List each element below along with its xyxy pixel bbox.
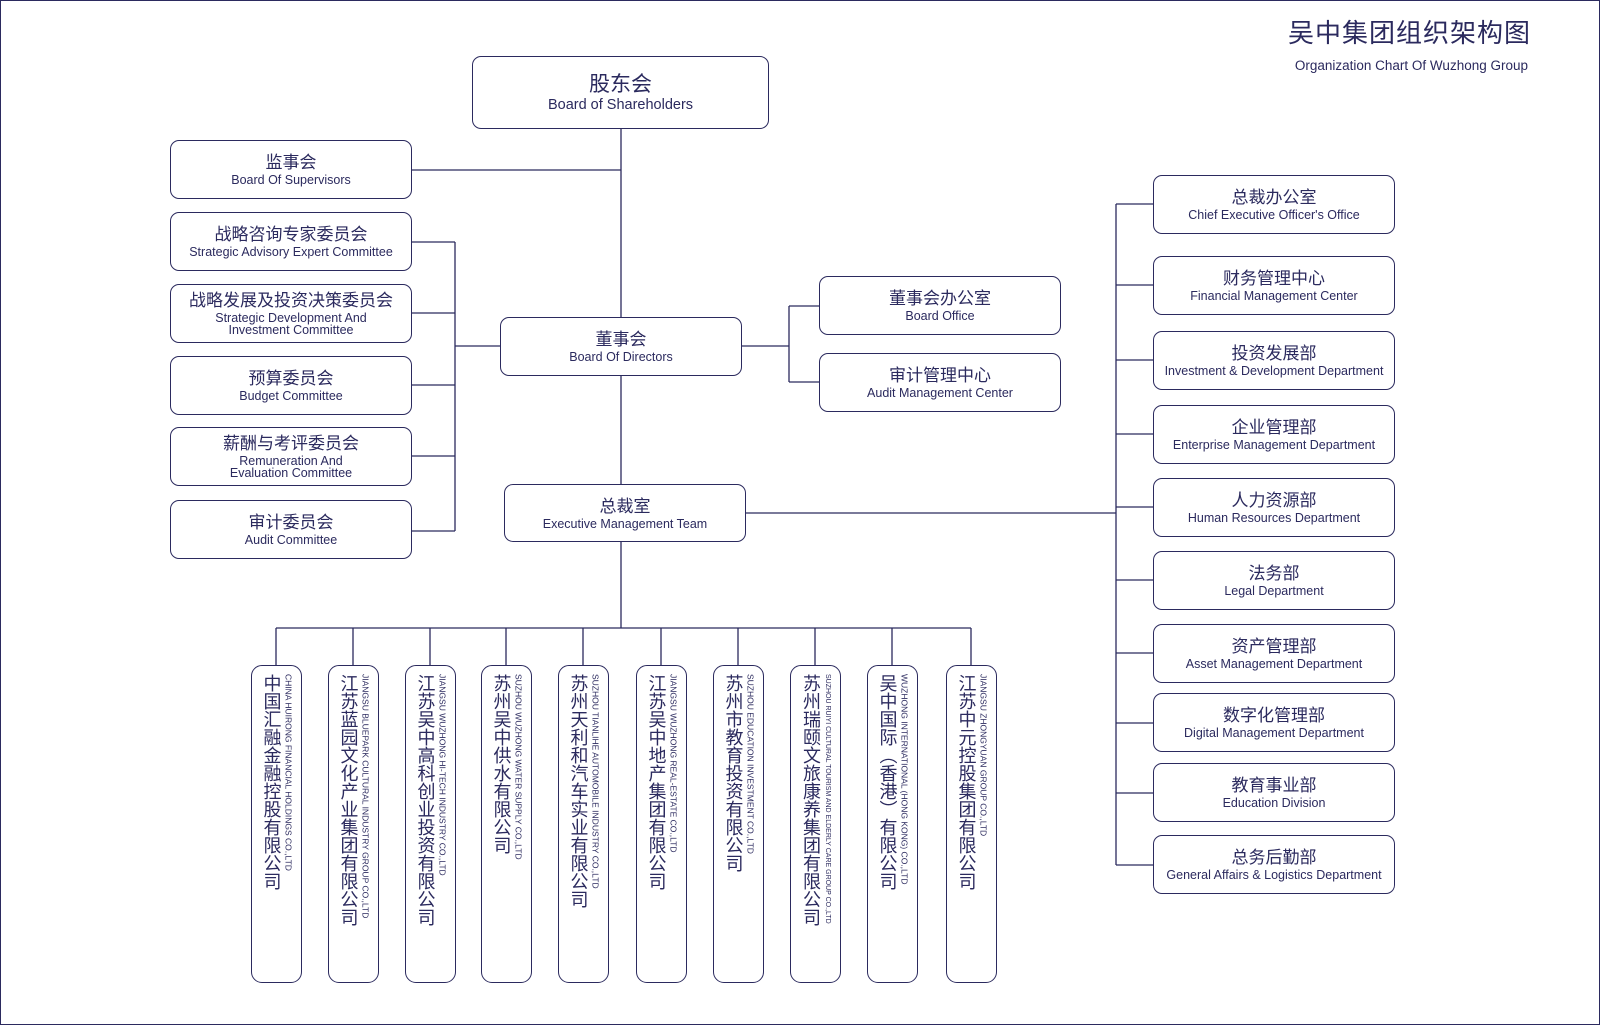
subsidiary-en: SUZHOU WUZHONG WATER SUPPLY CO.,LTD	[513, 674, 524, 860]
committee-box: 薪酬与考评委员会 Remuneration And Evaluation Com…	[170, 427, 412, 486]
committee-box: 战略发展及投资决策委员会 Strategic Development And I…	[170, 284, 412, 343]
subsidiary-cn: 江苏吴中高科创业投资有限公司	[414, 674, 436, 926]
chart-subtitle: Organization Chart Of Wuzhong Group	[1294, 58, 1528, 73]
subsidiary-box: 江苏中元控股集团有限公司 JIANGSU ZHONGYUAN GROUP CO.…	[946, 665, 997, 983]
subsidiary-box: 江苏吴中高科创业投资有限公司 JIANGSU WUZHONG HI-TECH I…	[405, 665, 456, 983]
committee-cn: 战略咨询专家委员会	[214, 225, 368, 245]
committee-en: Budget Committee	[239, 389, 343, 403]
subsidiary-cn: 江苏吴中地产集团有限公司	[645, 674, 667, 890]
subsidiary-cn: 苏州市教育投资有限公司	[722, 674, 744, 872]
department-box: 总裁办公室 Chief Executive Officer's Office	[1153, 175, 1395, 234]
department-cn: 投资发展部	[1231, 344, 1317, 364]
subsidiary-en: SUZHOU EDUCATION INVESTMENT CO.,LTD	[745, 674, 756, 854]
department-en: Asset Management Department	[1185, 657, 1363, 671]
department-cn: 资产管理部	[1231, 637, 1317, 657]
subsidiary-en: CHINA HUIRONG FINANCIAL HOLDINGS CO.,LTD	[283, 674, 294, 871]
department-cn: 总裁办公室	[1231, 188, 1317, 208]
board-office-box: 董事会办公室 Board Office	[819, 276, 1061, 335]
supervisors-en: Board Of Supervisors	[231, 173, 351, 187]
committee-en: Strategic Advisory Expert Committee	[189, 245, 393, 259]
committee-cn: 薪酬与考评委员会	[223, 434, 359, 454]
subsidiary-cn: 苏州吴中供水有限公司	[490, 674, 512, 854]
subsidiary-en: JIANGSU BLUEPARK CULTURAL INDUSTRY GROUP…	[360, 674, 371, 919]
department-cn: 人力资源部	[1231, 491, 1317, 511]
audit-center-box: 审计管理中心 Audit Management Center	[819, 353, 1061, 412]
shareholders-box: 股东会 Board of Shareholders	[472, 56, 769, 129]
department-box: 资产管理部 Asset Management Department	[1153, 624, 1395, 683]
subsidiary-box: 苏州吴中供水有限公司 SUZHOU WUZHONG WATER SUPPLY C…	[481, 665, 532, 983]
committee-box: 预算委员会 Budget Committee	[170, 356, 412, 415]
department-box: 教育事业部 Education Division	[1153, 763, 1395, 822]
shareholders-en: Board of Shareholders	[547, 97, 694, 113]
subsidiary-en: JIANGSU WUZHONG REAL-ESTATE CO.,LTD	[668, 674, 679, 853]
directors-box: 董事会 Board Of Directors	[500, 317, 742, 376]
subsidiary-en: WUZHONG INTERNATIONAL (HONG KONG) CO.,LT…	[899, 674, 910, 885]
executive-cn: 总裁室	[599, 496, 651, 517]
subsidiary-box: 中国汇融金融控股有限公司 CHINA HUIRONG FINANCIAL HOL…	[251, 665, 302, 983]
committee-cn: 审计委员会	[248, 513, 334, 533]
committee-box: 审计委员会 Audit Committee	[170, 500, 412, 559]
department-box: 投资发展部 Investment & Development Departmen…	[1153, 331, 1395, 390]
shareholders-cn: 股东会	[589, 72, 652, 96]
subsidiary-en: SUZHOU RUIYI CULTURAL TOURISM AND ELDERL…	[824, 674, 831, 924]
department-box: 法务部 Legal Department	[1153, 551, 1395, 610]
department-en: Education Division	[1222, 796, 1326, 810]
subsidiary-en: SUZHOU TIANLIHE AUTOMOBILE INDUSTRY CO.,…	[590, 674, 601, 889]
committee-en: Audit Committee	[244, 533, 338, 547]
department-box: 人力资源部 Human Resources Department	[1153, 478, 1395, 537]
audit-center-en: Audit Management Center	[867, 386, 1013, 400]
subsidiary-box: 江苏蓝园文化产业集团有限公司 JIANGSU BLUEPARK CULTURAL…	[328, 665, 379, 983]
department-box: 企业管理部 Enterprise Management Department	[1153, 405, 1395, 464]
executive-box: 总裁室 Executive Management Team	[504, 484, 746, 542]
subsidiary-en: JIANGSU WUZHONG HI-TECH INDUSTRY CO.,LTD	[437, 674, 448, 876]
committee-cn: 战略发展及投资决策委员会	[189, 291, 393, 311]
department-cn: 教育事业部	[1231, 776, 1317, 796]
subsidiary-box: 苏州市教育投资有限公司 SUZHOU EDUCATION INVESTMENT …	[713, 665, 764, 983]
department-cn: 法务部	[1248, 564, 1300, 584]
audit-center-cn: 审计管理中心	[889, 366, 991, 386]
department-cn: 企业管理部	[1231, 418, 1317, 438]
department-box: 数字化管理部 Digital Management Department	[1153, 693, 1395, 752]
department-cn: 财务管理中心	[1223, 269, 1325, 289]
committee-en: Strategic Development And Investment Com…	[215, 311, 367, 337]
subsidiary-box: 苏州瑞颐文旅康养集团有限公司 SUZHOU RUIYI CULTURAL TOU…	[790, 665, 841, 983]
board-office-en: Board Office	[905, 309, 975, 323]
executive-en: Executive Management Team	[542, 516, 708, 531]
subsidiary-en: JIANGSU ZHONGYUAN GROUP CO.,LTD	[978, 674, 989, 837]
committee-cn: 预算委员会	[248, 369, 334, 389]
committee-en: Remuneration And Evaluation Committee	[229, 454, 353, 480]
subsidiary-cn: 江苏蓝园文化产业集团有限公司	[337, 674, 359, 926]
department-en: Human Resources Department	[1187, 511, 1361, 525]
subsidiary-cn: 江苏中元控股集团有限公司	[955, 674, 977, 890]
department-box: 总务后勤部 General Affairs & Logistics Depart…	[1153, 835, 1395, 894]
supervisors-cn: 监事会	[265, 153, 317, 173]
department-cn: 数字化管理部	[1223, 706, 1325, 726]
department-en: Investment & Development Department	[1164, 364, 1384, 378]
subsidiary-cn: 苏州瑞颐文旅康养集团有限公司	[800, 674, 821, 926]
subsidiary-cn: 中国汇融金融控股有限公司	[260, 674, 282, 890]
subsidiary-box: 苏州天利和汽车实业有限公司 SUZHOU TIANLIHE AUTOMOBILE…	[558, 665, 609, 983]
supervisors-box: 监事会 Board Of Supervisors	[170, 140, 412, 199]
department-en: General Affairs & Logistics Department	[1166, 868, 1382, 882]
department-en: Enterprise Management Department	[1172, 438, 1376, 452]
subsidiary-cn: 吴中国际（香港）有限公司	[876, 674, 898, 890]
board-office-cn: 董事会办公室	[889, 289, 991, 309]
subsidiary-cn: 苏州天利和汽车实业有限公司	[567, 674, 589, 908]
subsidiary-box: 吴中国际（香港）有限公司 WUZHONG INTERNATIONAL (HONG…	[867, 665, 918, 983]
department-en: Legal Department	[1224, 584, 1324, 598]
chart-title: 吴中集团组织架构图	[1287, 19, 1531, 49]
directors-en: Board Of Directors	[569, 350, 673, 364]
department-en: Financial Management Center	[1190, 289, 1358, 303]
department-box: 财务管理中心 Financial Management Center	[1153, 256, 1395, 315]
department-cn: 总务后勤部	[1231, 848, 1317, 868]
department-en: Digital Management Department	[1184, 726, 1364, 740]
committee-box: 战略咨询专家委员会 Strategic Advisory Expert Comm…	[170, 212, 412, 271]
directors-cn: 董事会	[595, 330, 647, 350]
subsidiary-box: 江苏吴中地产集团有限公司 JIANGSU WUZHONG REAL-ESTATE…	[636, 665, 687, 983]
department-en: Chief Executive Officer's Office	[1188, 208, 1360, 222]
